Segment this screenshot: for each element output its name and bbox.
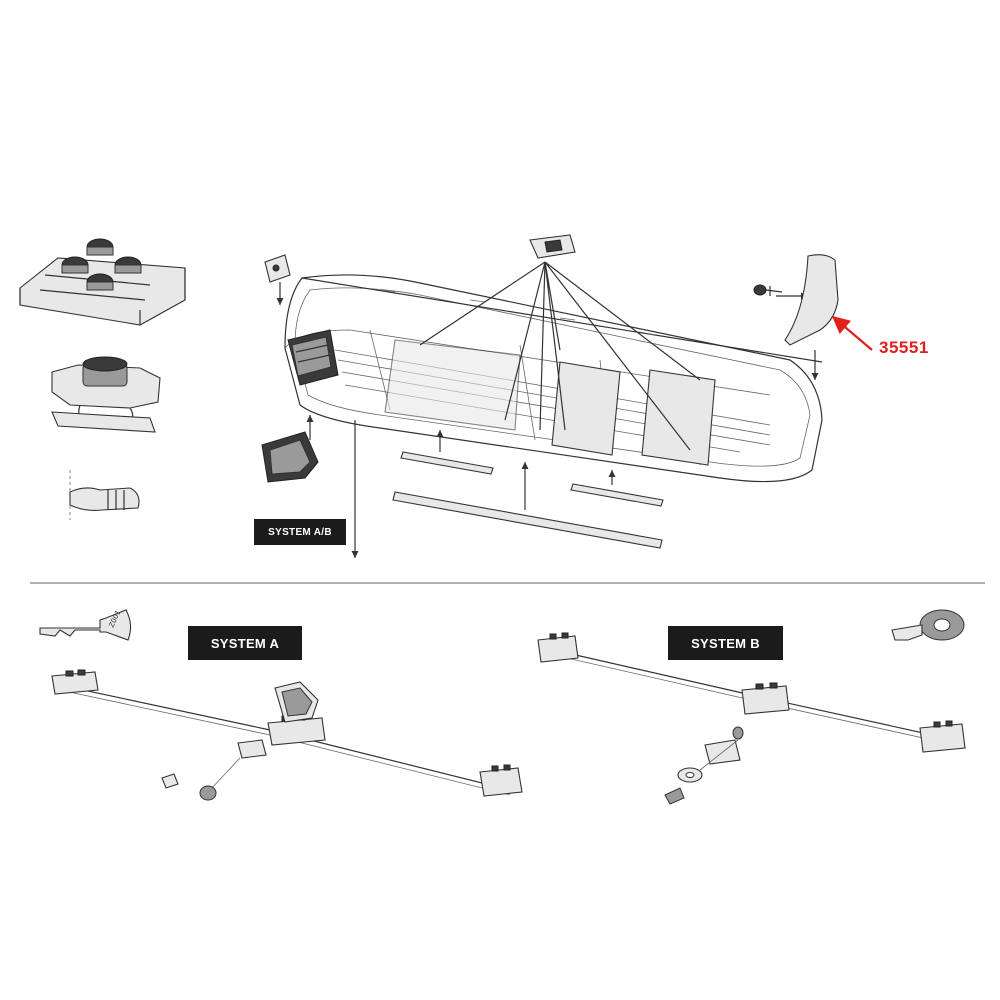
roof-box-body — [284, 274, 823, 483]
quick-mount-clamp-assembly — [19, 238, 186, 326]
part-number-callout: 35551 — [879, 338, 929, 357]
system-a-label: SYSTEM A — [188, 626, 302, 660]
end-cap-part — [784, 254, 839, 380]
lower-rails — [392, 430, 664, 549]
system-b-label: SYSTEM B — [668, 626, 783, 660]
single-mount-clamp — [51, 356, 161, 433]
system-a-bar-assembly — [51, 669, 523, 801]
strap-detail — [69, 470, 140, 520]
key-system-b — [891, 609, 965, 641]
clamp-bracket-top — [419, 234, 701, 451]
lock-cylinder-part — [753, 284, 808, 300]
hinge-bracket-left — [264, 254, 291, 305]
front-corner-cap — [261, 415, 319, 483]
system-b-bar-assembly — [537, 632, 966, 805]
callout-arrow — [831, 315, 873, 351]
key-system-a: Z001 — [39, 609, 132, 641]
system-ab-label: SYSTEM A/B — [254, 519, 346, 545]
